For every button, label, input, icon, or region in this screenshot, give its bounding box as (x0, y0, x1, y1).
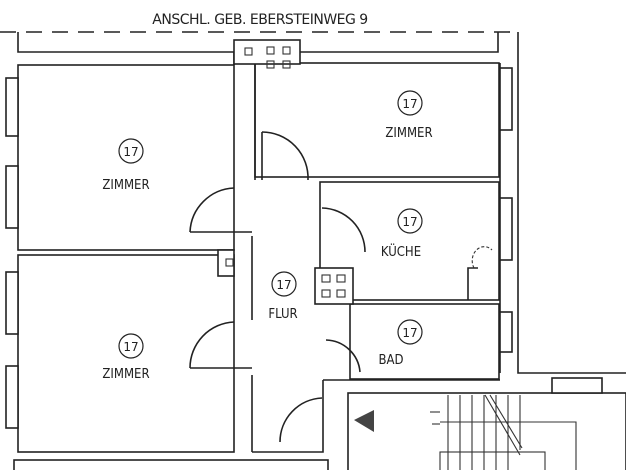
room-kueche-label: 17 KÜCHE (381, 208, 423, 260)
svg-text:ZIMMER: ZIMMER (102, 367, 149, 382)
doors (189, 131, 366, 443)
room-bad (349, 303, 500, 380)
room-flur-label: 17 FLUR (268, 271, 298, 322)
room-zimmer-top-right (254, 62, 500, 178)
room-zimmer-top-right-label: 17 ZIMMER (385, 90, 433, 141)
svg-text:ZIMMER: ZIMMER (385, 126, 432, 141)
room-zimmer-top-left (17, 64, 235, 251)
room-zimmer-bottom-left (17, 254, 235, 453)
arrow-entrance-icon (354, 410, 374, 432)
room-zimmer-bottom-left-label: 17 ZIMMER (102, 333, 150, 382)
svg-text:FLUR: FLUR (268, 307, 297, 322)
svg-text:17: 17 (123, 145, 138, 159)
svg-text:17: 17 (402, 97, 417, 111)
svg-text:17: 17 (276, 278, 291, 292)
stair-steps (430, 394, 577, 470)
svg-text:ZIMMER: ZIMMER (102, 178, 149, 193)
svg-text:BAD: BAD (378, 353, 403, 368)
room-bad-label: 17 BAD (378, 319, 423, 368)
room-zimmer-top-left-label: 17 ZIMMER (102, 138, 150, 193)
svg-text:17: 17 (402, 215, 417, 229)
svg-text:KÜCHE: KÜCHE (381, 243, 421, 260)
staircase (347, 392, 626, 470)
adjacent-building-label: ANSCHL. GEB. EBERSTEINWEG 9 (152, 12, 367, 28)
svg-text:17: 17 (123, 340, 138, 354)
walls (5, 32, 626, 470)
chimney-flur (314, 267, 354, 305)
svg-text:17: 17 (402, 326, 417, 340)
